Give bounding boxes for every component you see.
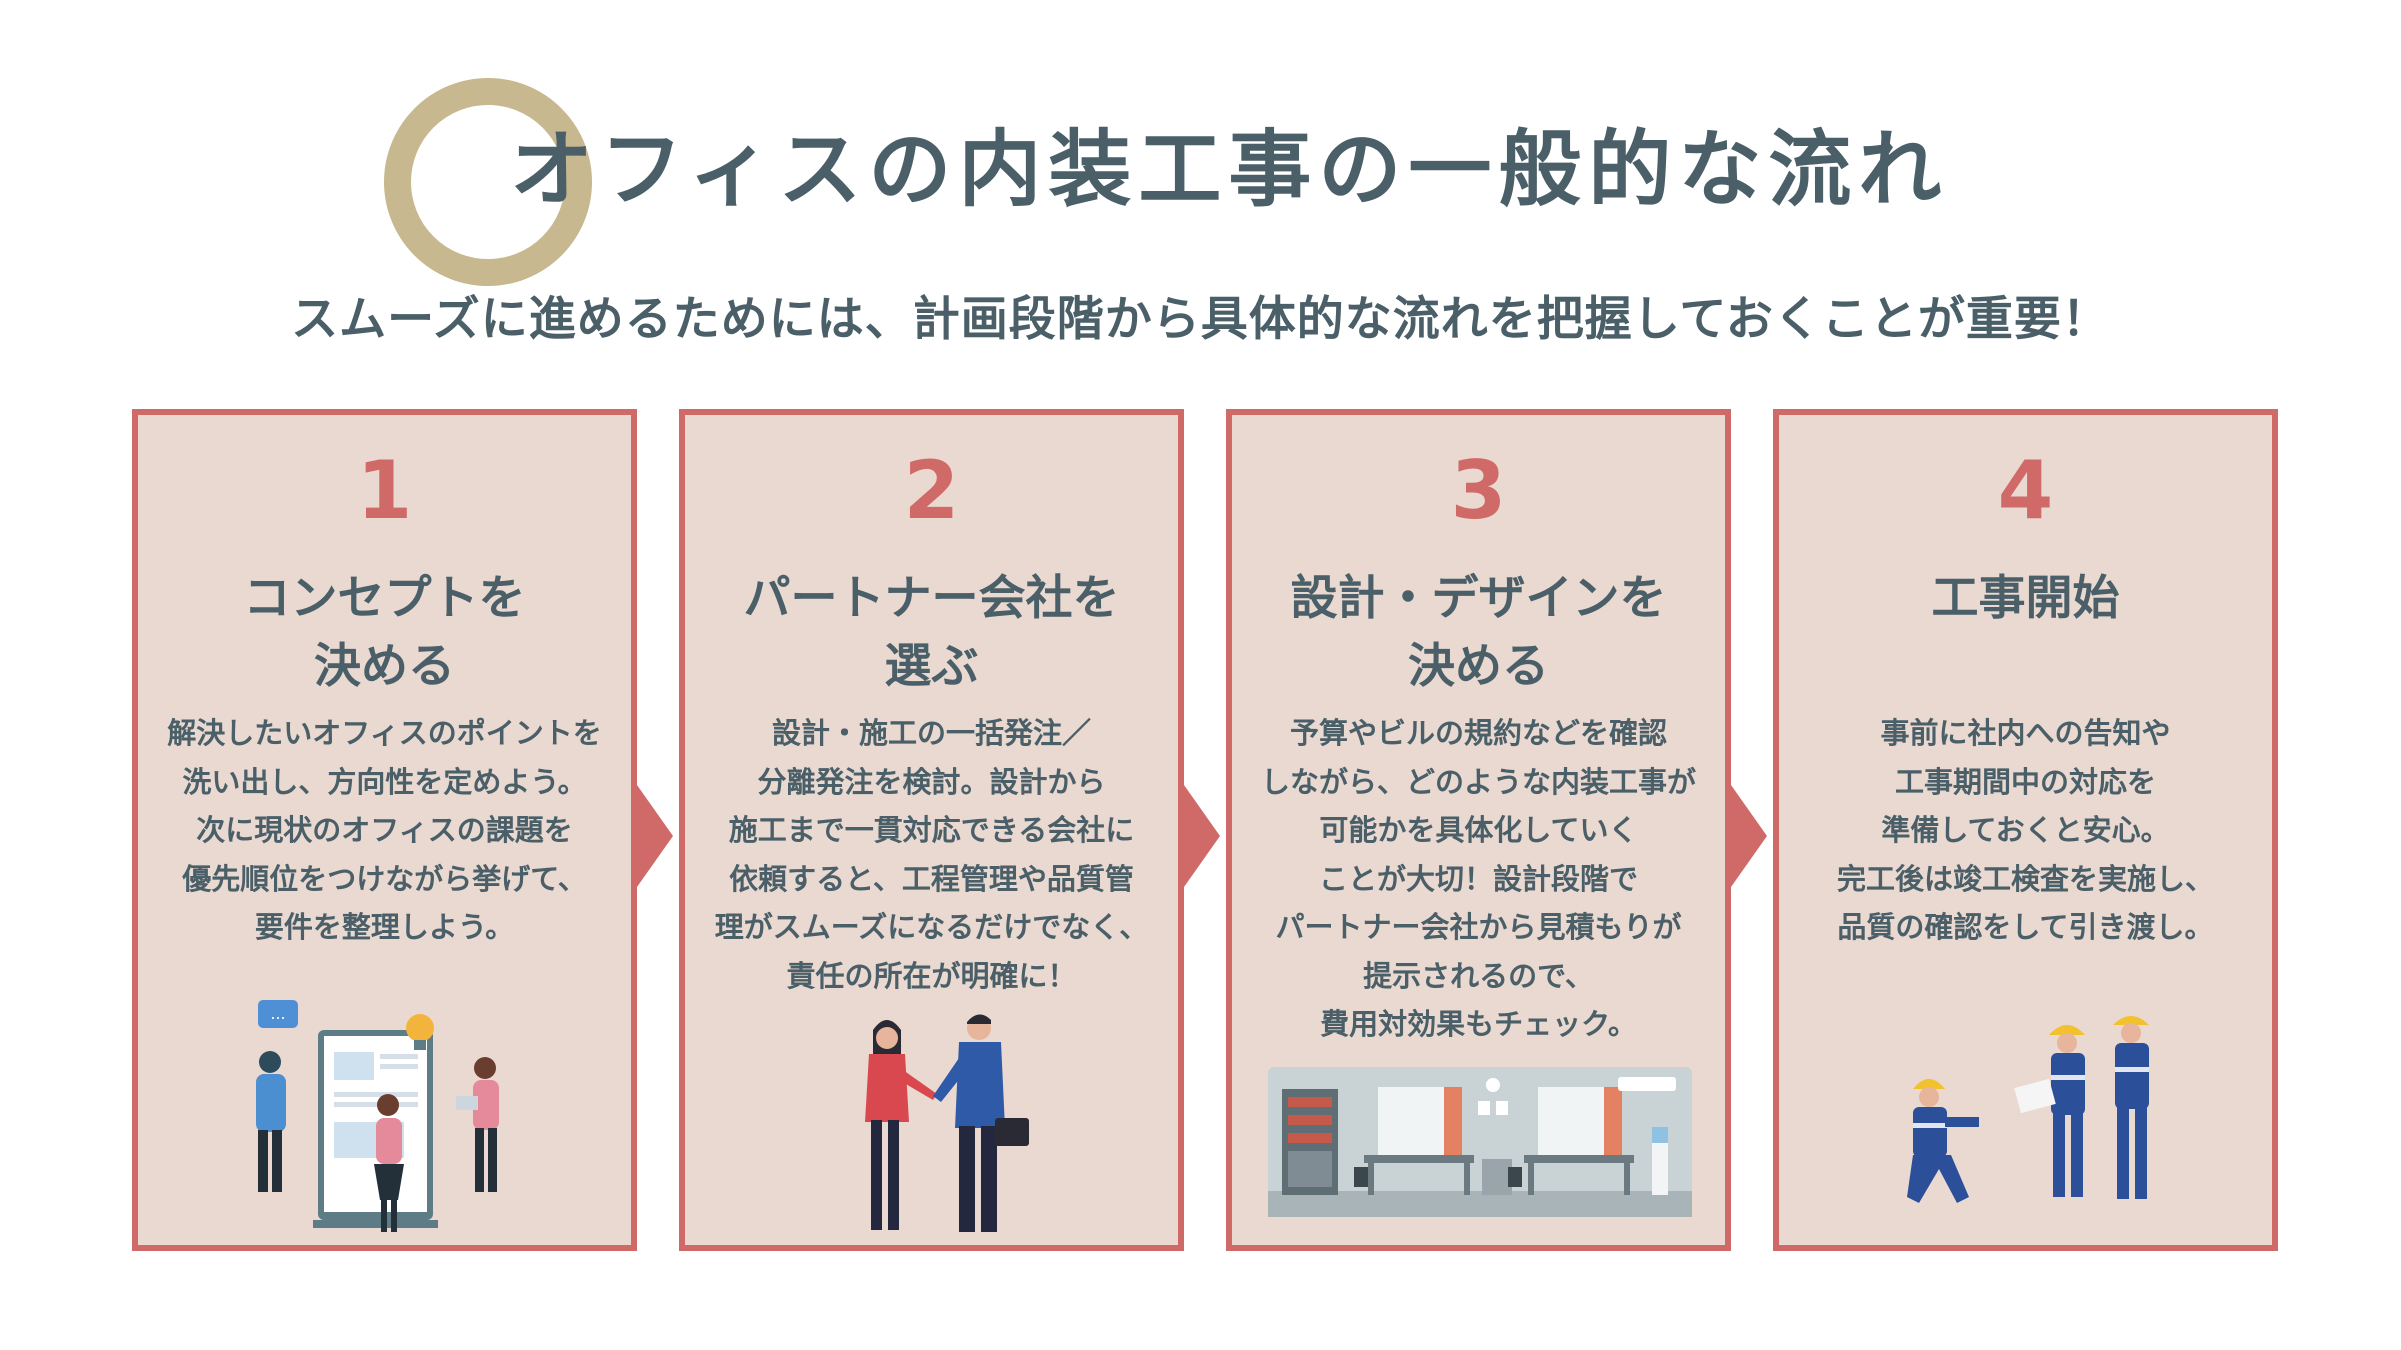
- step-description-line: 洗い出し、方向性を定めよう。: [182, 764, 587, 799]
- step-description-line: 依頼すると、工程管理や品質管: [729, 861, 1134, 896]
- step-heading-line: パートナー会社を: [743, 571, 1120, 626]
- step-description-line: 提示されるので、: [1363, 958, 1594, 993]
- step-description-line: ことが大切！設計段階で: [1318, 861, 1638, 896]
- step-number: 2: [903, 444, 960, 537]
- step-description: 事前に社内への告知や 工事期間中の対応を 準備しておくと安心。 完工後は竣工検査…: [1779, 709, 2272, 952]
- arrow-right-icon: [1731, 785, 1767, 887]
- step-heading: コンセプトを 決める: [138, 565, 631, 701]
- step-card-1: 1 コンセプトを 決める 解決したいオフィスのポイントを 洗い出し、方向性を定め…: [132, 409, 637, 1251]
- step-heading: 工事開始: [1779, 565, 2272, 633]
- step-description-line: 施工まで一貫対応できる会社に: [728, 813, 1135, 847]
- page-title: オフィスの内装工事の一般的な流れ: [510, 121, 1949, 218]
- step-description-line: 予算やビルの規約などを確認: [1289, 716, 1667, 750]
- step-heading-line: 設計・デザインを: [1290, 571, 1667, 626]
- step-description-line: 工事期間中の対応を: [1894, 764, 2156, 799]
- step-description-line: 責任の所在が明確に！: [786, 958, 1077, 993]
- svg-text:...: ...: [270, 1004, 285, 1023]
- step-heading-line: 決める: [314, 639, 455, 694]
- page-subtitle: スムーズに進めるためには、計画段階から具体的な流れを把握しておくことが重要！: [291, 292, 2110, 347]
- step-heading: 設計・デザインを 決める: [1232, 565, 1725, 701]
- step-description: 解決したいオフィスのポイントを 洗い出し、方向性を定めよう。 次に現状のオフィス…: [138, 709, 631, 952]
- step-description-line: 設計・施工の一括発注／: [771, 716, 1091, 750]
- step-description-line: 優先順位をつけながら挙げて、: [182, 861, 587, 896]
- step-number: 4: [1997, 444, 2054, 537]
- step-description-line: 次に現状のオフィスの課題を: [196, 813, 573, 847]
- office-interior-illustration: [1268, 1067, 1692, 1217]
- construction-workers-illustration: [1907, 1016, 2149, 1203]
- step-description-line: 費用対効果もチェック。: [1320, 1007, 1637, 1041]
- step-description-line: 分離発注を検討。設計から: [757, 764, 1106, 799]
- step-card-2: 2 パートナー会社を 選ぶ 設計・施工の一括発注／ 分離発注を検討。設計から 施…: [679, 409, 1184, 1251]
- step-heading-line: 工事開始: [1931, 571, 2120, 626]
- step-description-line: 完工後は竣工検査を実施し、: [1836, 861, 2214, 896]
- team-planning-illustration: ...: [256, 1000, 499, 1232]
- step-description-line: 理がスムーズになるだけでなく、: [714, 910, 1149, 944]
- step-heading-line: 選ぶ: [884, 639, 979, 694]
- handshake-illustration: [865, 1014, 1029, 1232]
- step-heading-line: 決める: [1408, 639, 1549, 694]
- step-description: 設計・施工の一括発注／ 分離発注を検討。設計から 施工まで一貫対応できる会社に …: [685, 709, 1178, 1000]
- step-card-3: 3 設計・デザインを 決める 予算やビルの規約などを確認 しながら、どのような内…: [1226, 409, 1731, 1251]
- step-description-line: 事前に社内への告知や: [1880, 716, 2171, 750]
- step-description: 予算やビルの規約などを確認 しながら、どのような内装工事が 可能かを具体化してい…: [1232, 709, 1725, 1049]
- step-heading-line: コンセプトを: [243, 571, 526, 626]
- step-description-line: 要件を整理しよう。: [254, 910, 515, 944]
- step-description-line: パートナー会社から見積もりが: [1275, 910, 1682, 944]
- step-number: 3: [1450, 444, 1507, 537]
- step-description-line: 可能かを具体化していく: [1319, 813, 1638, 847]
- step-heading: パートナー会社を 選ぶ: [685, 565, 1178, 701]
- step-description-line: しながら、どのような内装工事が: [1260, 764, 1696, 799]
- step-description-line: 品質の確認をして引き渡し。: [1837, 910, 2214, 944]
- step-card-4: 4 工事開始 事前に社内への告知や 工事期間中の対応を 準備しておくと安心。 完…: [1773, 409, 2278, 1251]
- step-number: 1: [356, 444, 413, 537]
- step-description-line: 準備しておくと安心。: [1881, 813, 2170, 847]
- arrow-right-icon: [1184, 785, 1220, 887]
- arrow-right-icon: [637, 785, 673, 887]
- step-description-line: 解決したいオフィスのポイントを: [167, 716, 602, 750]
